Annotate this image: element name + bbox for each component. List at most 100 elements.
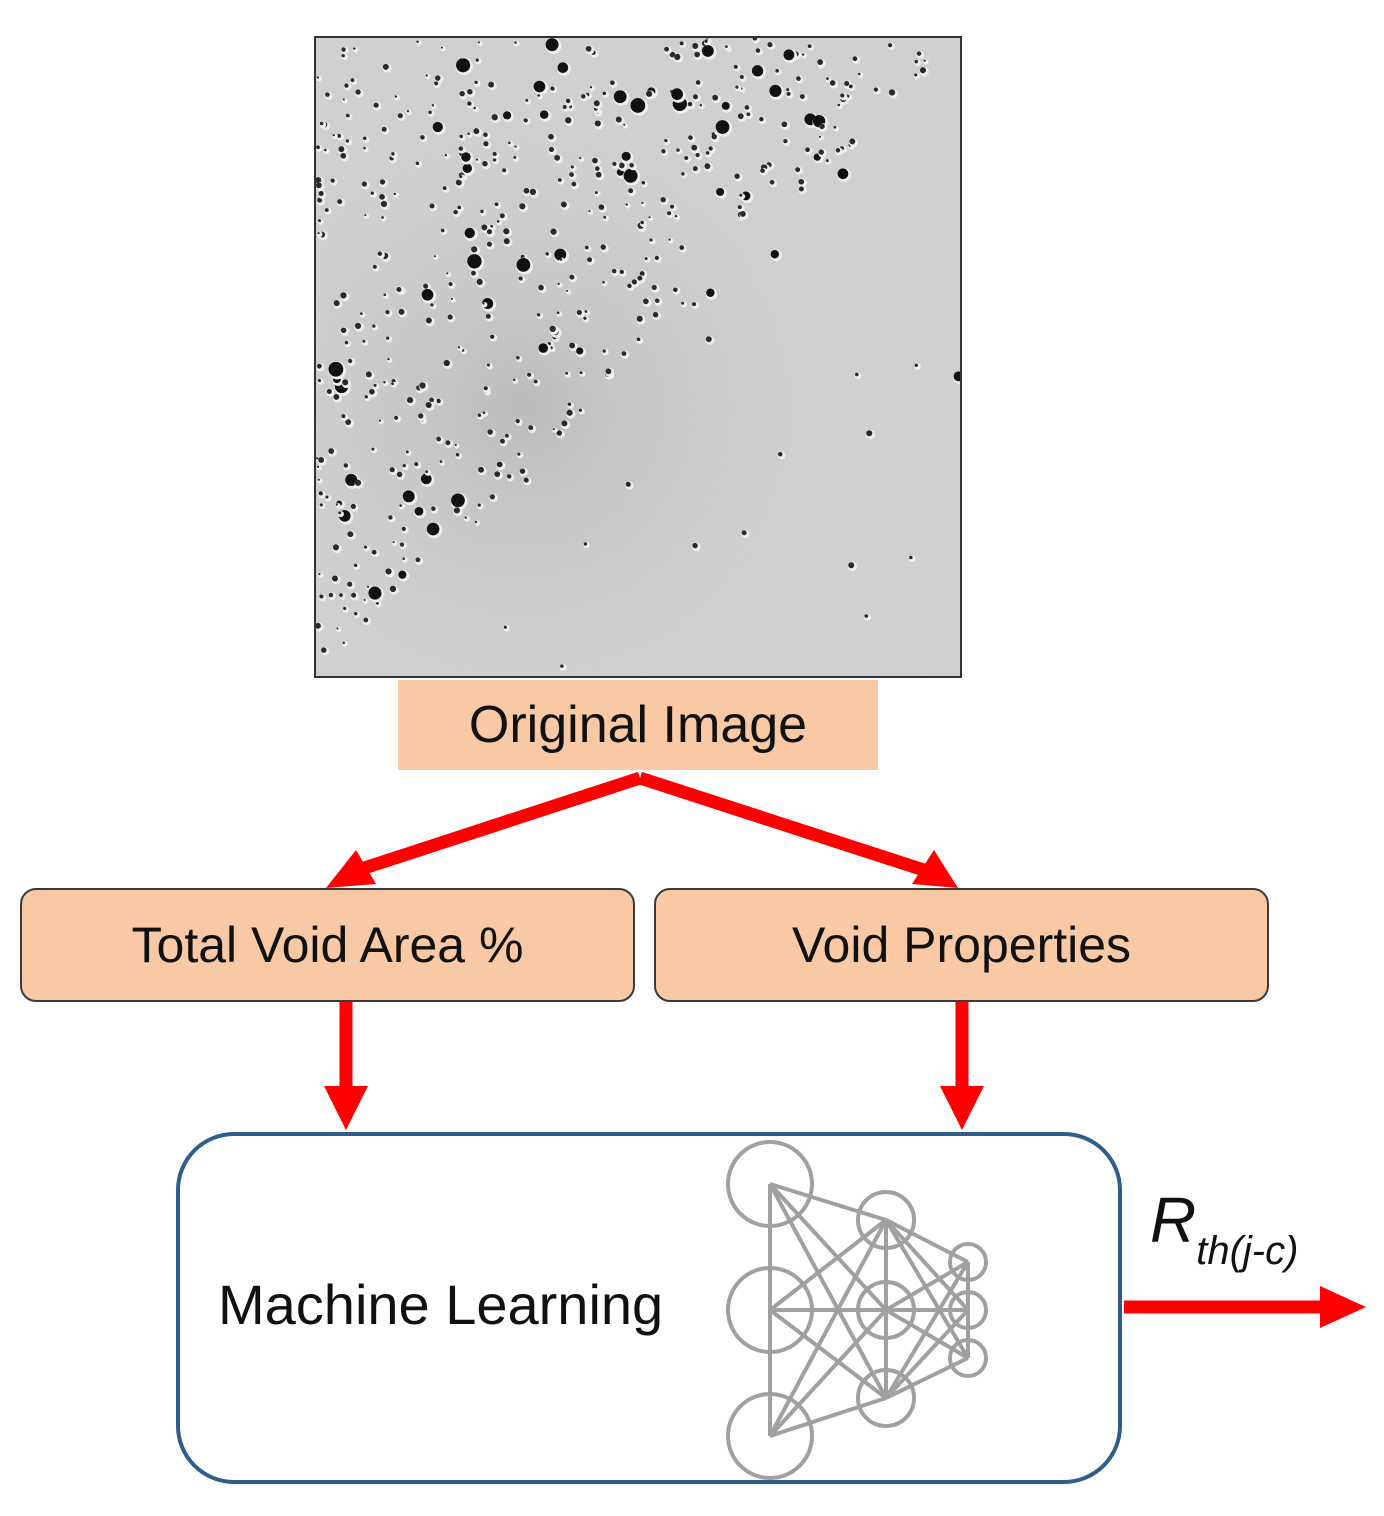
void-dot xyxy=(346,113,350,118)
void-dot xyxy=(550,86,555,91)
void-dot xyxy=(528,425,534,431)
void-dot xyxy=(741,530,747,536)
void-dot xyxy=(350,503,356,509)
void-dot xyxy=(444,153,448,157)
void-dot xyxy=(554,248,567,261)
void-dot xyxy=(681,172,685,176)
void-dot xyxy=(483,132,488,137)
void-dot xyxy=(368,586,382,600)
void-dot xyxy=(923,59,926,62)
void-dot xyxy=(414,506,424,516)
void-dot xyxy=(618,162,625,169)
void-dot xyxy=(569,172,574,177)
void-dot xyxy=(796,76,801,81)
void-dot xyxy=(687,101,693,107)
void-dot xyxy=(699,104,703,107)
void-dot xyxy=(621,351,627,356)
void-dot xyxy=(420,473,432,485)
void-dot xyxy=(430,303,434,307)
void-dot xyxy=(443,359,450,367)
original-image-label: Original Image xyxy=(398,680,878,770)
void-dot xyxy=(560,201,567,208)
void-dot xyxy=(423,283,429,289)
void-dot xyxy=(835,148,841,153)
void-dot xyxy=(637,275,643,281)
void-dot xyxy=(529,188,537,195)
void-dot xyxy=(482,302,485,305)
void-dot xyxy=(670,204,675,209)
void-dot xyxy=(630,98,646,113)
void-dot xyxy=(341,414,346,419)
void-dot xyxy=(428,110,432,115)
void-dot xyxy=(503,228,510,235)
void-dot xyxy=(453,209,458,215)
void-dot xyxy=(576,347,584,355)
void-dot xyxy=(695,80,701,85)
void-dot xyxy=(615,116,622,123)
void-dot xyxy=(525,98,529,102)
void-dot xyxy=(494,471,501,478)
void-dot xyxy=(402,557,405,560)
void-dot xyxy=(492,151,497,157)
void-dot xyxy=(332,544,339,551)
void-dot xyxy=(852,56,858,62)
void-dot xyxy=(548,146,555,153)
void-dot xyxy=(385,310,390,315)
void-dot xyxy=(866,430,873,437)
machine-learning-label: Machine Learning xyxy=(218,1273,664,1336)
void-dot xyxy=(721,101,730,110)
void-dot xyxy=(593,100,600,107)
void-dot xyxy=(448,281,453,287)
void-dot xyxy=(953,371,960,382)
void-dot xyxy=(342,98,345,101)
void-dot xyxy=(494,202,499,207)
void-dot xyxy=(316,182,322,189)
void-dot xyxy=(919,67,927,74)
void-dot xyxy=(386,336,390,340)
void-dot xyxy=(674,53,681,61)
void-dot xyxy=(739,211,746,217)
void-dot xyxy=(347,581,353,587)
void-dot xyxy=(459,134,463,139)
void-dot xyxy=(514,41,517,44)
void-dot xyxy=(414,462,419,467)
void-dot xyxy=(325,495,329,499)
void-dot xyxy=(826,77,829,80)
void-dot xyxy=(337,133,342,138)
void-dot xyxy=(467,254,482,269)
void-dot xyxy=(372,324,376,328)
void-dot xyxy=(373,383,377,387)
void-dot xyxy=(610,80,615,86)
void-dot xyxy=(560,664,564,668)
void-dot xyxy=(455,179,462,186)
void-dot xyxy=(328,448,335,454)
void-dot xyxy=(364,395,368,399)
void-dot xyxy=(715,120,730,134)
void-dot xyxy=(461,152,471,162)
void-dot xyxy=(579,371,583,375)
void-dot xyxy=(433,255,436,258)
void-dot xyxy=(746,112,751,117)
void-dot xyxy=(324,148,327,152)
void-dot xyxy=(602,280,605,284)
void-dot xyxy=(364,214,367,217)
void-dot xyxy=(399,504,402,507)
void-dot xyxy=(654,298,660,303)
void-dot xyxy=(646,90,653,97)
void-dot xyxy=(619,269,624,275)
void-dot xyxy=(636,337,641,342)
void-dot xyxy=(373,102,379,108)
void-dot xyxy=(819,123,825,130)
void-dot xyxy=(737,113,744,120)
void-dot xyxy=(664,46,669,52)
void-dot xyxy=(365,371,372,378)
void-dot xyxy=(583,542,588,546)
void-dot xyxy=(602,349,606,353)
void-dot xyxy=(515,419,520,424)
void-dot xyxy=(517,452,521,456)
void-dot xyxy=(676,148,680,152)
void-dot xyxy=(420,135,425,140)
void-dot xyxy=(344,83,349,88)
void-dot xyxy=(337,199,343,205)
void-dot xyxy=(557,62,569,73)
